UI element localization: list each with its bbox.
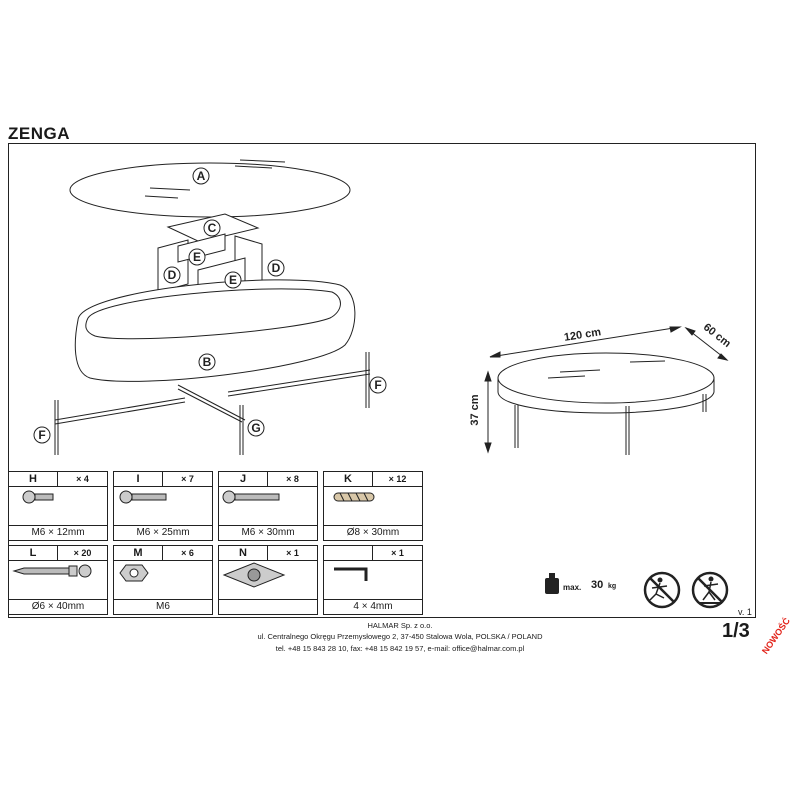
- label-c: C: [208, 221, 217, 235]
- hardware-cell: M × 6 M6: [113, 545, 213, 615]
- dimension-depth: 60 cm: [701, 321, 733, 350]
- label-d: D: [168, 268, 177, 282]
- hardware-letter: [324, 546, 373, 560]
- leg-f-bar-left: [54, 397, 186, 421]
- label-f: F: [38, 428, 45, 442]
- hardware-size: [219, 599, 317, 614]
- product-title: ZENGA: [8, 124, 70, 143]
- oval-frame-b-inner: [85, 288, 341, 340]
- callout-f-right: [369, 376, 387, 394]
- callout-b: [198, 353, 216, 371]
- dimension-height: 37 cm: [469, 394, 481, 425]
- hex-nut-icon: [114, 561, 212, 599]
- hardware-size: M6 × 12mm: [9, 525, 107, 540]
- max-load-value: 30: [591, 579, 604, 591]
- bolt-medium-icon: [114, 487, 212, 525]
- callout-g: [247, 419, 265, 437]
- hardware-cell: N × 1: [218, 545, 318, 615]
- hardware-letter: H: [9, 472, 58, 486]
- hardware-quantity: × 7: [181, 474, 194, 484]
- hardware-quantity: × 20: [73, 548, 92, 558]
- leg-f-bar-right: [227, 369, 371, 393]
- hardware-letter: L: [9, 546, 58, 560]
- load-warning-cell: [533, 545, 741, 615]
- hardware-quantity: × 12: [388, 474, 407, 484]
- glass-top-a: [69, 162, 351, 218]
- page-number: 1/3: [722, 620, 750, 642]
- no-climbing-icon: [691, 571, 729, 609]
- hardware-letter: M: [114, 546, 163, 560]
- hardware-size: Ø6 × 40mm: [9, 599, 107, 614]
- label-d: D: [272, 261, 281, 275]
- hardware-cell: J × 8 M6 × 30mm: [218, 471, 318, 541]
- assembled-top: [497, 352, 715, 404]
- callout-c: [203, 219, 221, 237]
- company-address: ul. Centralnego Okręgu Przemysłowego 2, …: [257, 632, 543, 641]
- hardware-cell: I × 7 M6 × 25mm: [113, 471, 213, 541]
- company-name: HALMAR Sp. z o.o.: [367, 621, 433, 630]
- bolt-short-icon: [9, 487, 107, 525]
- hardware-size: M6 × 30mm: [219, 525, 317, 540]
- hardware-quantity: × 6: [181, 548, 194, 558]
- weight-icon: [545, 573, 559, 594]
- callout-d-left: [163, 266, 181, 284]
- wooden-dowel-icon: [324, 487, 422, 525]
- hardware-size: 4 × 4mm: [324, 599, 422, 614]
- version-label: v. 1: [738, 607, 752, 617]
- hardware-cell: L × 20 Ø6 × 40mm: [8, 545, 108, 615]
- glass-reflection-line: [234, 165, 273, 169]
- dimension-length: 120 cm: [563, 326, 602, 344]
- hardware-size: M6: [114, 599, 212, 614]
- glass-reflection-line: [239, 159, 286, 163]
- label-f: F: [374, 378, 381, 392]
- leg-g-bar: [177, 384, 246, 421]
- callout-f-left: [33, 426, 51, 444]
- no-standing-icon: [643, 571, 681, 609]
- wood-screw-icon: [9, 561, 107, 599]
- hardware-cell: H × 4 M6 × 12mm: [8, 471, 108, 541]
- callout-e-bottom: [224, 271, 242, 289]
- hardware-quantity: × 1: [391, 548, 404, 558]
- hardware-letter: N: [219, 546, 268, 560]
- callout-a: [192, 167, 210, 185]
- company-contact: tel. +48 15 843 28 10, fax: +48 15 842 1…: [275, 644, 525, 653]
- hardware-letter: J: [219, 472, 268, 486]
- hardware-cell: K × 12 Ø8 × 30mm: [323, 471, 423, 541]
- swivel-plate-icon: [219, 561, 317, 599]
- label-e: E: [229, 273, 237, 287]
- drawing-frame: [8, 143, 756, 618]
- max-load-label: max.: [563, 583, 582, 592]
- label-b: B: [203, 355, 212, 369]
- label-e: E: [193, 250, 201, 264]
- callout-e-top: [188, 248, 206, 266]
- glass-reflection-line: [144, 195, 179, 199]
- assembled-table-view: [484, 326, 729, 455]
- hardware-letter: K: [324, 472, 373, 486]
- hardware-quantity: × 8: [286, 474, 299, 484]
- dimension-length-line: [489, 326, 681, 358]
- allen-key-icon: [324, 561, 422, 599]
- hardware-quantity: × 1: [286, 548, 299, 558]
- callout-d-right: [267, 259, 285, 277]
- oval-frame-b: [74, 279, 356, 382]
- assembled-frame: [497, 378, 715, 414]
- max-load-unit: kg: [608, 583, 617, 590]
- label-a: A: [197, 169, 206, 183]
- hardware-size: Ø8 × 30mm: [324, 525, 422, 540]
- glass-reflection-line: [149, 187, 191, 191]
- hardware-cell: × 1 4 × 4mm: [323, 545, 423, 615]
- hardware-quantity: × 4: [76, 474, 89, 484]
- hardware-letter: I: [114, 472, 163, 486]
- hardware-size: M6 × 25mm: [114, 525, 212, 540]
- bolt-long-icon: [219, 487, 317, 525]
- label-g: G: [251, 421, 260, 435]
